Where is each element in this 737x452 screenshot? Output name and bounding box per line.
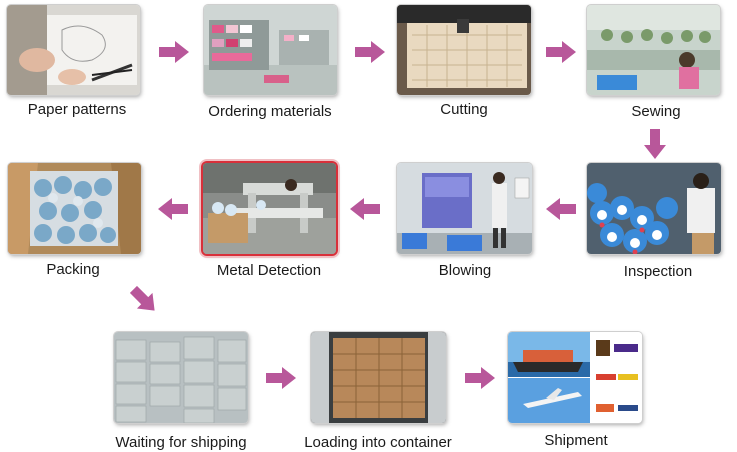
step-label-blowing: Blowing	[438, 262, 492, 279]
flow-arrow-icon	[350, 198, 380, 220]
waiting-for-shipping-photo	[114, 332, 248, 423]
step-label-paper-patterns: Paper patterns	[27, 101, 127, 118]
blowing-photo	[397, 163, 532, 254]
step-label-packing: Packing	[46, 261, 100, 278]
flow-arrow-icon	[546, 41, 576, 63]
step-label-inspection: Inspection	[623, 263, 693, 280]
loading-into-container-photo	[311, 332, 446, 423]
step-label-loading-into-container: Loading into container	[304, 434, 452, 451]
step-label-metal-detection: Metal Detection	[216, 262, 322, 279]
flow-arrow-icon	[158, 198, 188, 220]
flow-arrow-icon	[546, 198, 576, 220]
flow-arrow-icon	[644, 129, 666, 159]
metal-detection-photo	[203, 163, 336, 254]
sewing-photo	[587, 5, 720, 95]
flow-arrow-icon	[266, 367, 296, 389]
inspection-photo	[587, 163, 721, 254]
flow-arrow-icon	[465, 367, 495, 389]
step-label-cutting: Cutting	[440, 101, 488, 118]
step-label-ordering-materials: Ordering materials	[208, 103, 332, 120]
flow-arrow-icon	[159, 41, 189, 63]
ordering-materials-photo	[204, 5, 337, 95]
cutting-photo	[397, 5, 531, 95]
flow-arrow-icon	[126, 282, 163, 319]
paper-patterns-photo	[7, 5, 140, 95]
packing-photo	[8, 163, 141, 254]
step-label-waiting-for-shipping: Waiting for shipping	[115, 434, 247, 451]
flow-arrow-icon	[355, 41, 385, 63]
step-label-sewing: Sewing	[631, 103, 681, 120]
step-label-shipment: Shipment	[544, 432, 608, 449]
shipment-photo	[508, 332, 642, 423]
